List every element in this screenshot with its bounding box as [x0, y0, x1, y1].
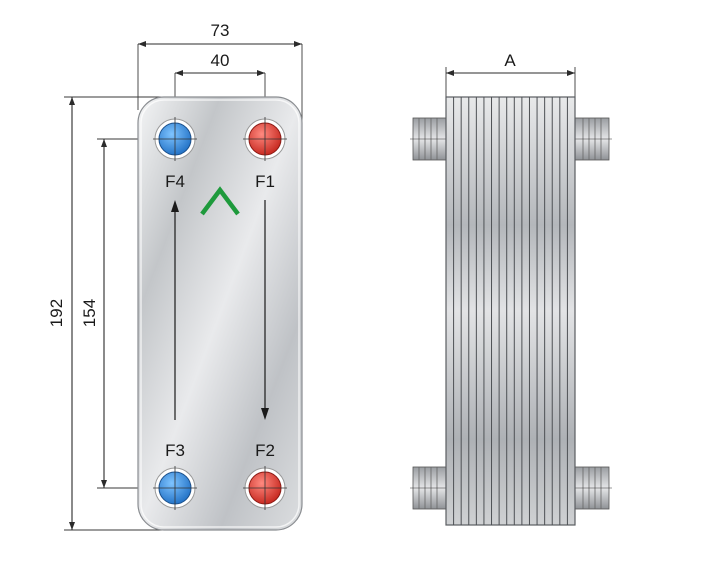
threaded-connection-top-right — [574, 117, 612, 161]
plate-pack-lines — [453, 97, 568, 525]
arrowhead — [69, 522, 75, 530]
port-f4 — [153, 117, 197, 161]
threaded-connection-bottom-left — [410, 466, 448, 510]
arrowhead — [257, 70, 265, 76]
arrowhead — [138, 41, 146, 47]
port-label-f2: F2 — [255, 441, 275, 460]
plate-body — [137, 96, 303, 531]
port-vertical-dimension-label: 154 — [80, 299, 99, 327]
pack-length-label: A — [504, 51, 516, 70]
arrowhead — [69, 97, 75, 105]
port-label-f4: F4 — [165, 172, 185, 191]
port-spacing-label: 40 — [211, 51, 230, 70]
port-label-f1: F1 — [255, 172, 275, 191]
arrowhead — [446, 70, 454, 76]
arrowhead — [175, 70, 183, 76]
arrow-up-icon — [171, 200, 179, 420]
arrowhead — [101, 480, 107, 488]
port-f1 — [243, 117, 287, 161]
height-dimension-label: 192 — [47, 299, 66, 327]
port-f3 — [153, 466, 197, 510]
plate-highlight — [140, 99, 300, 528]
arrowhead — [567, 70, 575, 76]
port-f2 — [243, 466, 287, 510]
side-view: A — [410, 51, 612, 526]
front-view: 73 40 192 154 — [47, 21, 303, 531]
width-dimension-label: 73 — [211, 21, 230, 40]
chevron-up-icon — [200, 186, 240, 216]
arrowhead — [101, 139, 107, 147]
threaded-connection-bottom-right — [574, 466, 612, 510]
arrowhead — [294, 41, 302, 47]
threaded-connection-top-left — [410, 117, 448, 161]
port-label-f3: F3 — [165, 441, 185, 460]
arrow-down-icon — [261, 200, 269, 420]
plate-pack — [445, 96, 576, 526]
